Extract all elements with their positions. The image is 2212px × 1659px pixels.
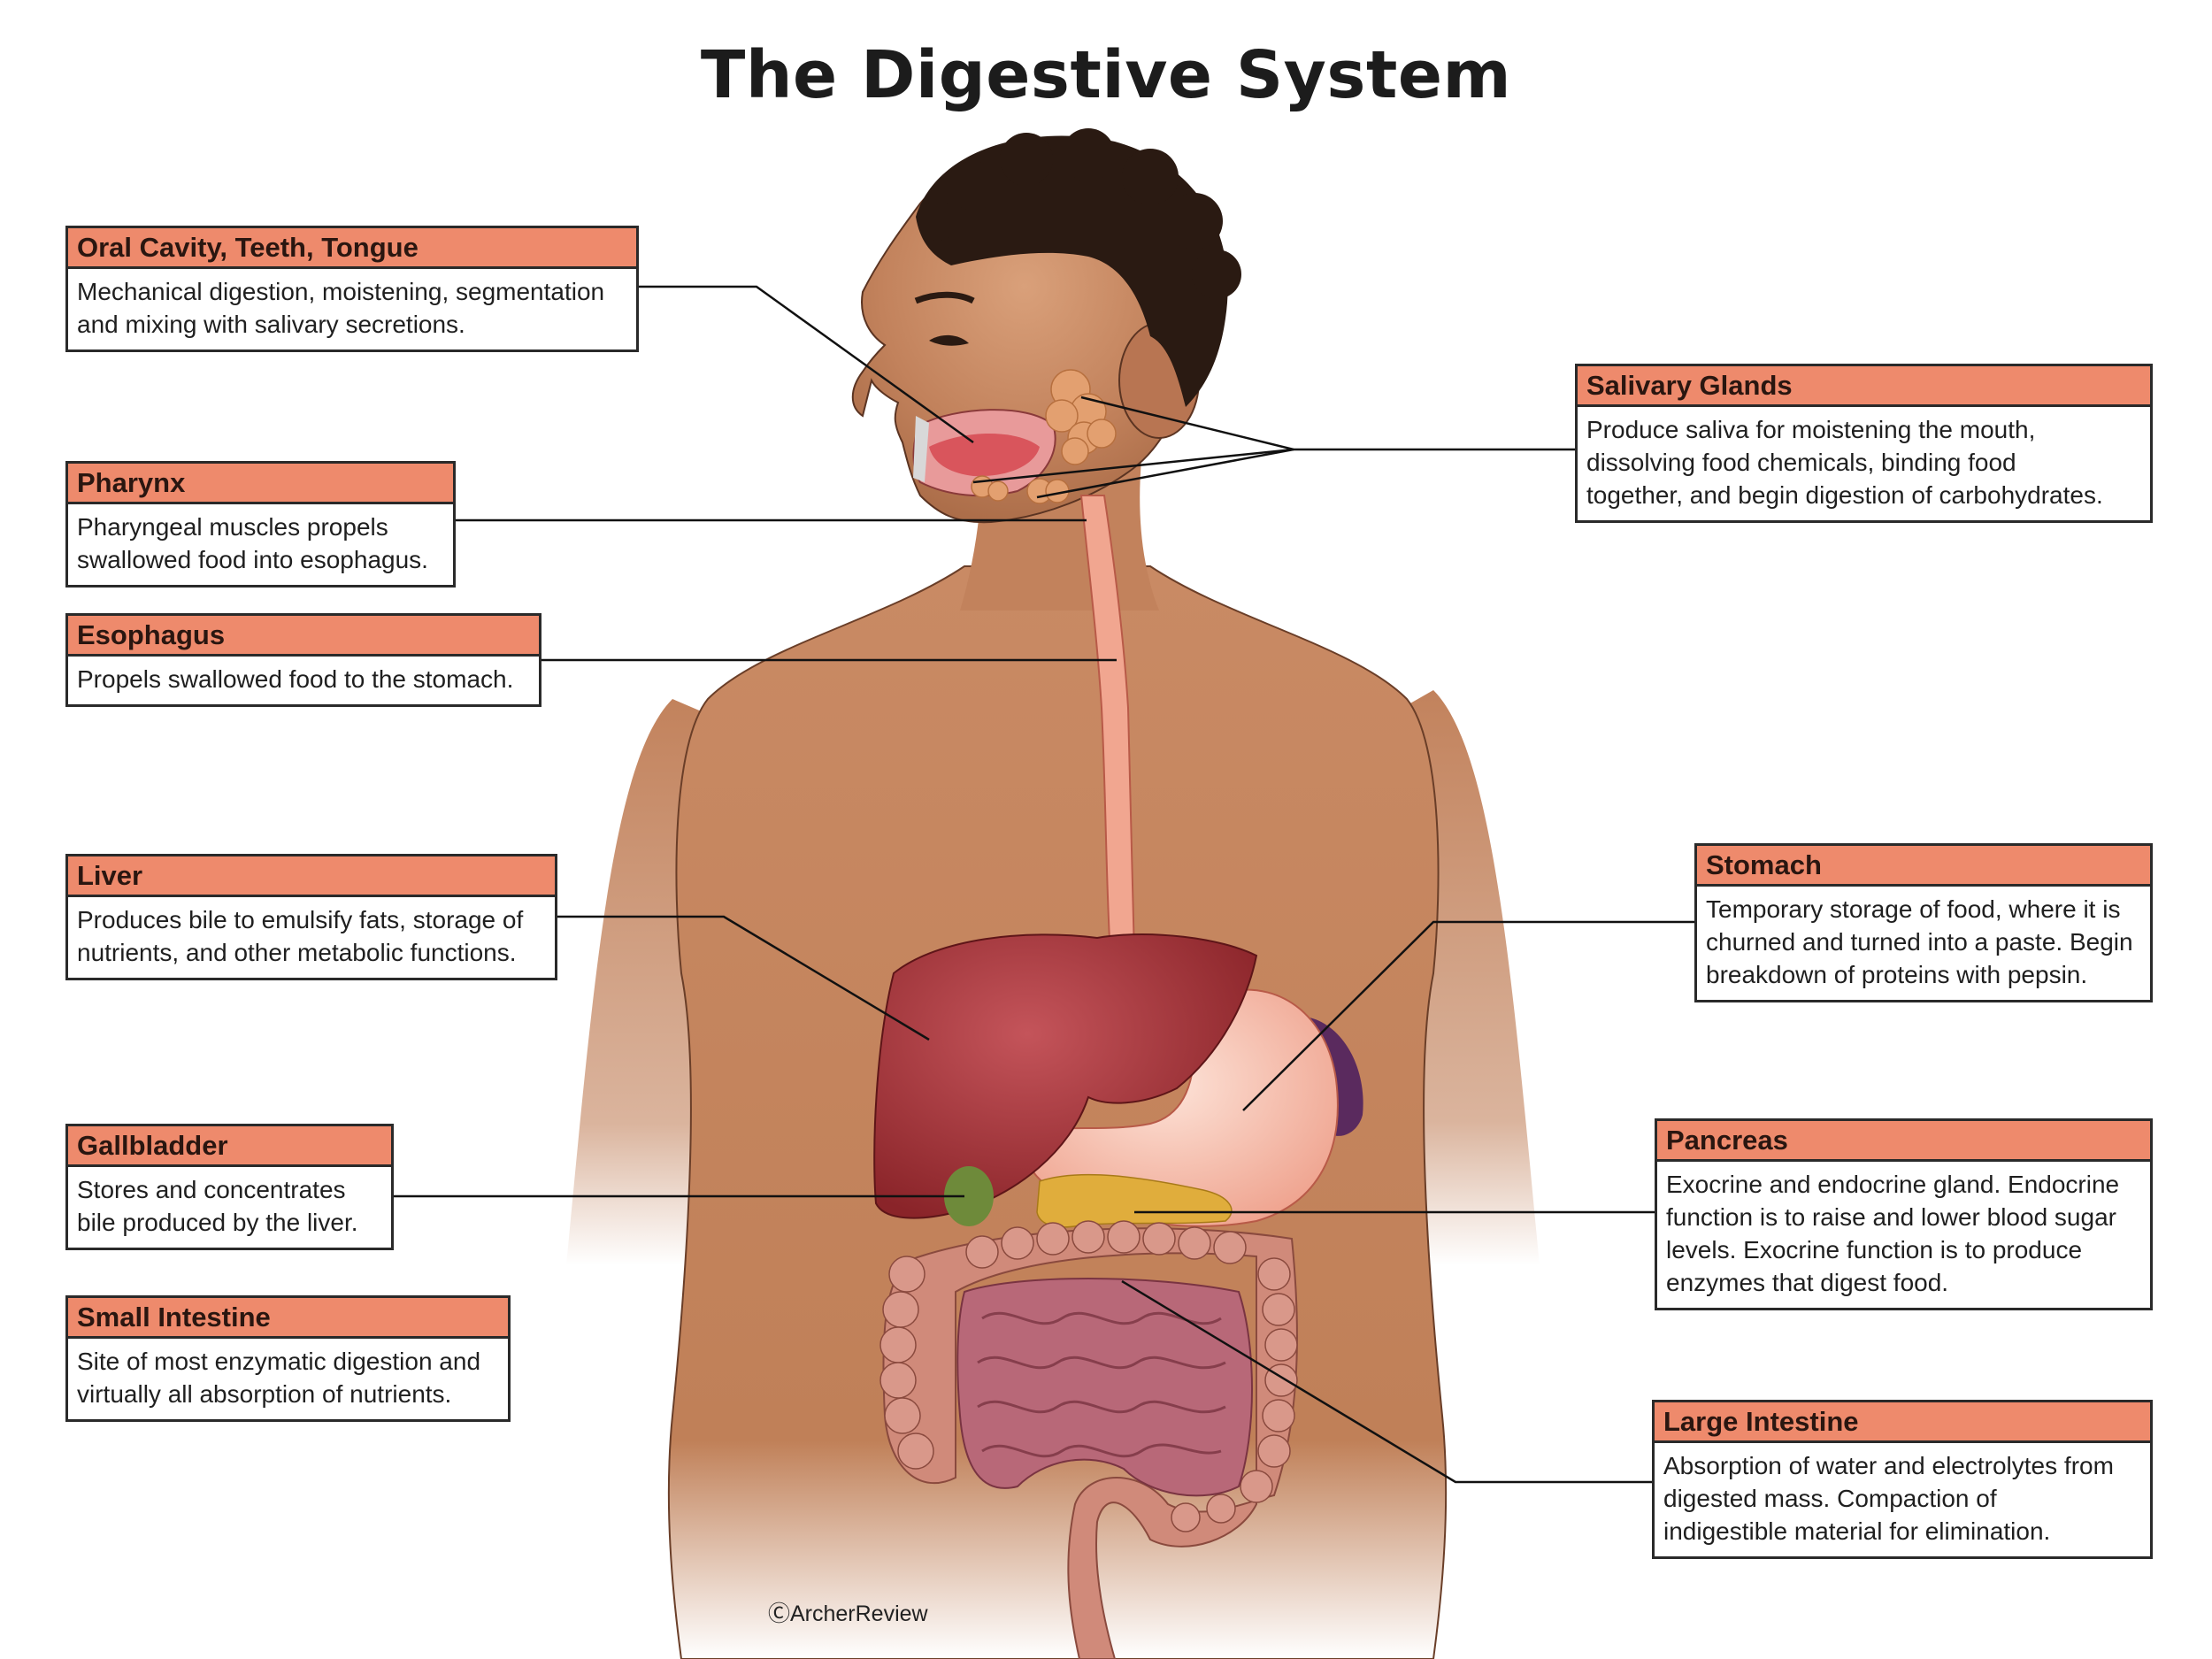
leader-salivary-3 — [972, 448, 1294, 484]
text-line: dissolving food chemicals, binding food — [1586, 449, 2016, 476]
text-line: Mechanical digestion, moistening, segmen… — [77, 278, 605, 305]
text-line: churned and turned into a paste. Begin — [1706, 928, 2133, 956]
label-esophagus: Esophagus Propels swallowed food to the … — [65, 613, 541, 707]
text-line: together, and begin digestion of carbohy… — [1586, 481, 2103, 509]
text-line: levels. Exocrine function is to produce — [1666, 1236, 2083, 1263]
label-gallbladder-heading: Gallbladder — [68, 1126, 391, 1167]
text-line: Produces bile to emulsify fats, storage … — [77, 906, 524, 933]
text-line: virtually all absorption of nutrients. — [77, 1380, 452, 1408]
eye — [929, 334, 969, 346]
gallbladder — [944, 1166, 994, 1226]
label-liver-body: Produces bile to emulsify fats, storage … — [68, 897, 555, 978]
page-title: The Digestive System — [700, 37, 1512, 113]
label-oral-cavity: Oral Cavity, Teeth, Tongue Mechanical di… — [65, 226, 639, 352]
text-line: swallowed food into esophagus. — [77, 546, 428, 573]
label-stomach-heading: Stomach — [1697, 846, 2150, 887]
leader-lines — [394, 285, 1694, 1484]
text-line: Temporary storage of food, where it is — [1706, 895, 2121, 923]
teeth — [913, 416, 929, 482]
label-stomach: Stomach Temporary storage of food, where… — [1694, 843, 2153, 1002]
text-line: Propels swallowed food to the stomach. — [77, 665, 514, 693]
label-gallbladder-body: Stores and concentrates bile produced by… — [68, 1167, 391, 1248]
text-line: enzymes that digest food. — [1666, 1269, 1949, 1296]
label-pharynx-body: Pharyngeal muscles propels swallowed foo… — [68, 504, 453, 585]
label-small-intestine: Small Intestine Site of most enzymatic d… — [65, 1295, 511, 1422]
label-oral-cavity-heading: Oral Cavity, Teeth, Tongue — [68, 228, 636, 269]
text-line: function is to raise and lower blood sug… — [1666, 1203, 2116, 1231]
label-stomach-body: Temporary storage of food, where it is c… — [1697, 887, 2150, 1000]
text-line: digested mass. Compaction of — [1663, 1485, 1997, 1512]
pancreas — [1036, 1173, 1233, 1228]
copyright-credit: ⒸArcherReview — [768, 1601, 928, 1626]
label-pharynx: Pharynx Pharyngeal muscles propels swall… — [65, 461, 456, 588]
label-pancreas: Pancreas Exocrine and endocrine gland. E… — [1655, 1118, 2153, 1310]
text-line: nutrients, and other metabolic functions… — [77, 939, 517, 966]
label-salivary-glands-heading: Salivary Glands — [1578, 366, 2150, 407]
small-intestine-loops — [977, 1311, 1226, 1458]
label-esophagus-body: Propels swallowed food to the stomach. — [68, 657, 539, 704]
leader-salivary-4 — [1036, 448, 1294, 499]
label-gallbladder: Gallbladder Stores and concentrates bile… — [65, 1124, 394, 1250]
label-large-intestine-heading: Large Intestine — [1655, 1402, 2150, 1443]
liver — [873, 933, 1258, 1219]
text-line: Produce saliva for moistening the mouth, — [1586, 416, 2036, 443]
label-salivary-glands: Salivary Glands Produce saliva for moist… — [1575, 364, 2153, 523]
text-line: breakdown of proteins with pepsin. — [1706, 961, 2088, 988]
label-liver-heading: Liver — [68, 856, 555, 897]
leader-oral — [639, 285, 974, 444]
tongue — [929, 434, 1040, 477]
label-large-intestine: Large Intestine Absorption of water and … — [1652, 1400, 2153, 1559]
text-line: Site of most enzymatic digestion and — [77, 1348, 481, 1375]
label-pancreas-heading: Pancreas — [1657, 1121, 2150, 1162]
label-esophagus-heading: Esophagus — [68, 616, 539, 657]
text-line: Absorption of water and electrolytes fro… — [1663, 1452, 2114, 1479]
label-salivary-glands-body: Produce saliva for moistening the mouth,… — [1578, 407, 2150, 520]
label-liver: Liver Produces bile to emulsify fats, st… — [65, 854, 557, 980]
leader-salivary-2 — [1080, 396, 1294, 451]
eyebrow — [914, 291, 975, 304]
text-line: indigestible material for elimination. — [1663, 1517, 2051, 1545]
leader-stomach — [1242, 920, 1694, 1111]
label-pharynx-heading: Pharynx — [68, 464, 453, 504]
leader-liver — [557, 915, 930, 1041]
text-line: bile produced by the liver. — [77, 1209, 358, 1236]
small-intestine — [956, 1278, 1253, 1497]
label-oral-cavity-body: Mechanical digestion, moistening, segmen… — [68, 269, 636, 349]
text-line: Pharyngeal muscles propels — [77, 513, 388, 541]
text-line: Exocrine and endocrine gland. Endocrine — [1666, 1171, 2120, 1198]
text-line: Stores and concentrates — [77, 1176, 346, 1203]
label-pancreas-body: Exocrine and endocrine gland. Endocrine … — [1657, 1162, 2150, 1308]
label-small-intestine-heading: Small Intestine — [68, 1298, 508, 1339]
label-small-intestine-body: Site of most enzymatic digestion and vir… — [68, 1339, 508, 1419]
leader-large-intestine — [1121, 1279, 1657, 1484]
text-line: and mixing with salivary secretions. — [77, 311, 465, 338]
label-large-intestine-body: Absorption of water and electrolytes fro… — [1655, 1443, 2150, 1556]
